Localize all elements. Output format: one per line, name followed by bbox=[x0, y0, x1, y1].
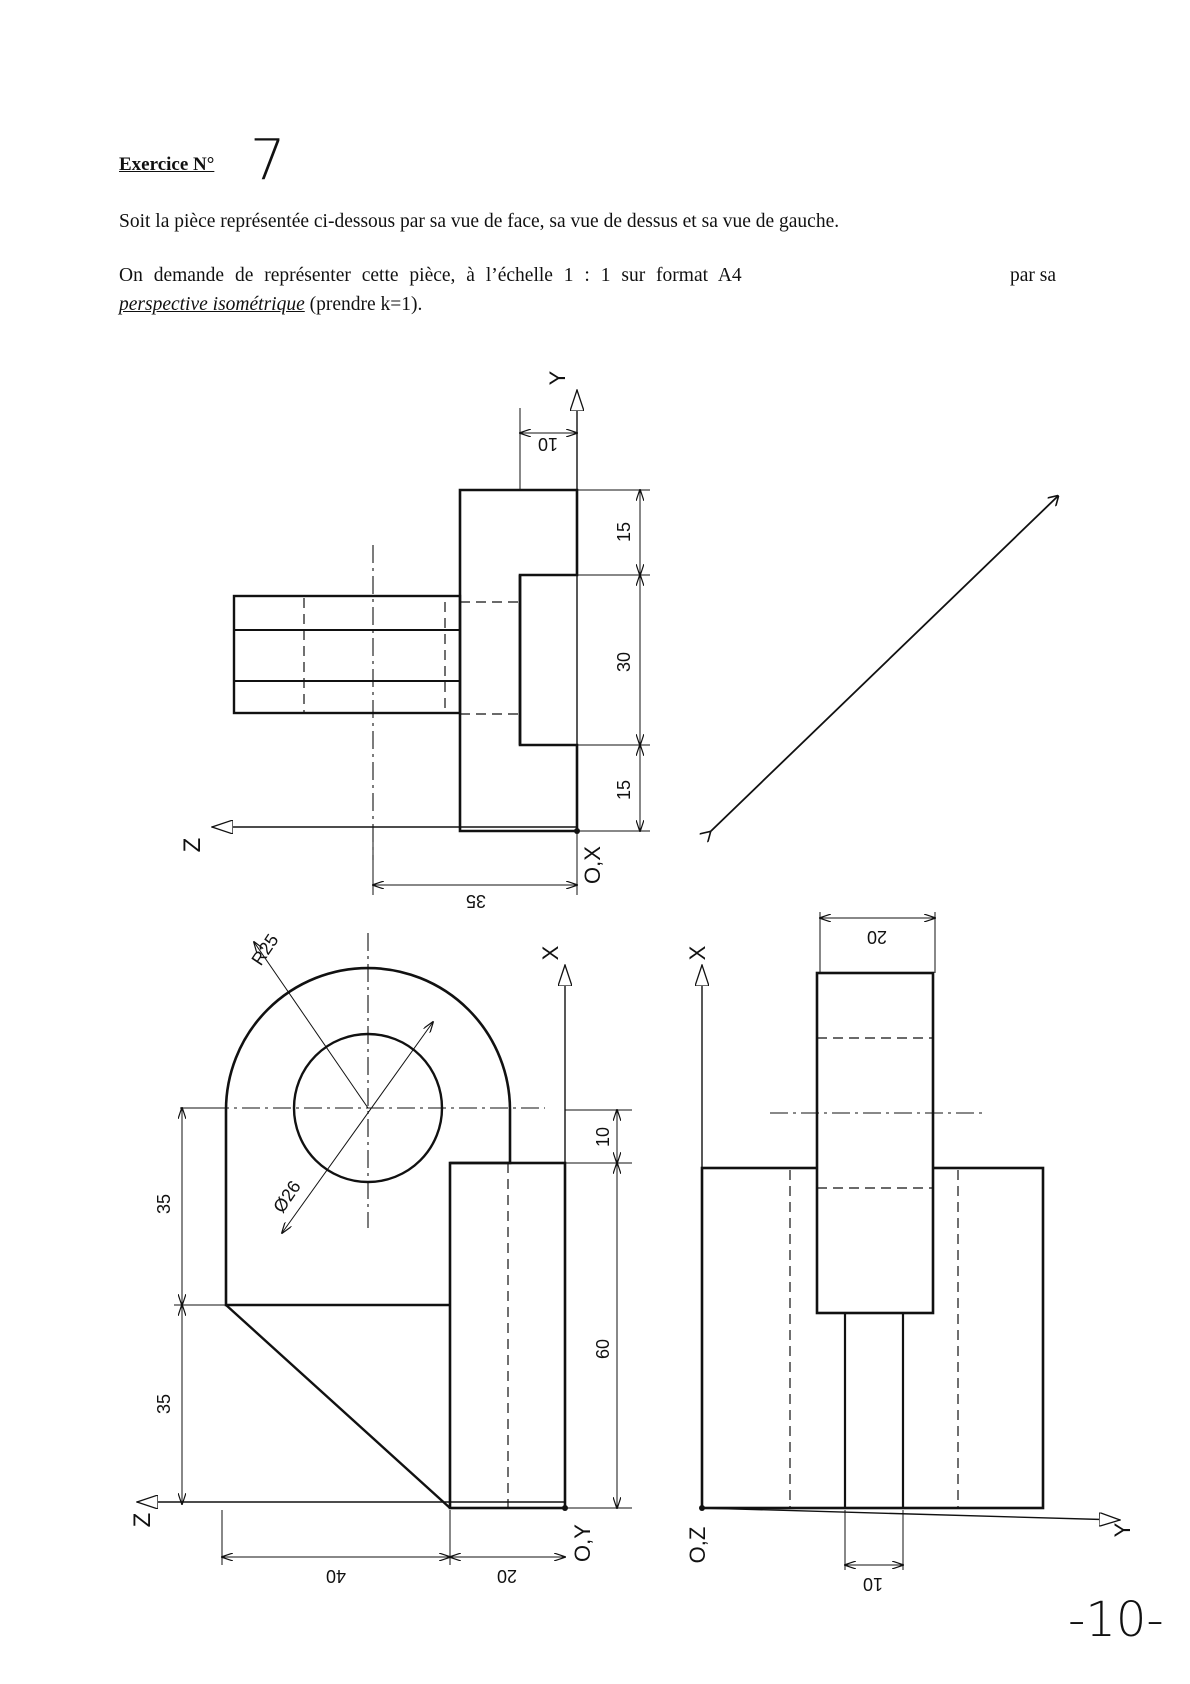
dim-35-upper: 35 bbox=[154, 1194, 174, 1214]
axis-y-side: Y bbox=[1110, 1522, 1135, 1537]
dim-10-top: 10 bbox=[538, 434, 558, 454]
dim-60: 60 bbox=[593, 1339, 613, 1359]
dim-35-lower: 35 bbox=[154, 1394, 174, 1414]
axis-x-side: X bbox=[685, 945, 710, 960]
dim-30: 30 bbox=[614, 652, 634, 672]
dim-10-side: 10 bbox=[863, 1574, 883, 1594]
side-view bbox=[699, 912, 1120, 1570]
statement-line-3-rest: (prendre k=1). bbox=[304, 294, 423, 315]
front-view-labels: R25 Ø26 10 60 35 35 40 20 X Z O,Y bbox=[129, 930, 613, 1586]
statement-line-1: Soit la pièce représentée ci-dessous par… bbox=[119, 211, 840, 232]
dim-15-upper: 15 bbox=[614, 522, 634, 542]
statement-line-2-end: par sa bbox=[1010, 265, 1057, 286]
side-view-labels: 20 10 X O,Z Y bbox=[685, 927, 1135, 1594]
exercise-number: 7 bbox=[250, 128, 286, 193]
diagonal-45-line bbox=[710, 496, 1058, 832]
dim-r25: R25 bbox=[247, 930, 282, 969]
dim-o26: Ø26 bbox=[269, 1177, 305, 1216]
dim-20-side: 20 bbox=[867, 927, 887, 947]
axis-oz-side: O,Z bbox=[685, 1527, 710, 1564]
top-view-labels: 10 15 30 15 35 Y Z O,X bbox=[179, 370, 634, 911]
dim-40: 40 bbox=[326, 1566, 346, 1586]
perspective-term: perspective isométrique bbox=[119, 294, 305, 315]
exercise-label: Exercice N° bbox=[119, 154, 215, 175]
axis-oy-front: O,Y bbox=[570, 1524, 595, 1562]
page-number: -10- bbox=[1068, 1592, 1164, 1648]
dim-10-front: 10 bbox=[593, 1127, 613, 1147]
axis-y-top: Y bbox=[545, 370, 570, 385]
dim-35-top: 35 bbox=[466, 891, 486, 911]
axis-x-front: X bbox=[538, 945, 563, 960]
top-view bbox=[212, 390, 650, 895]
axis-ox-top: O,X bbox=[580, 846, 605, 884]
axis-z-top: Z bbox=[179, 838, 206, 853]
dim-20-front: 20 bbox=[497, 1566, 517, 1586]
statement-line-2: On demande de représenter cette pièce, à… bbox=[119, 265, 742, 286]
front-view bbox=[137, 933, 632, 1565]
axis-z-front: Z bbox=[129, 1513, 156, 1528]
dim-15-lower: 15 bbox=[614, 780, 634, 800]
statement-line-3: perspective isométrique (prendre k=1). bbox=[119, 294, 422, 316]
